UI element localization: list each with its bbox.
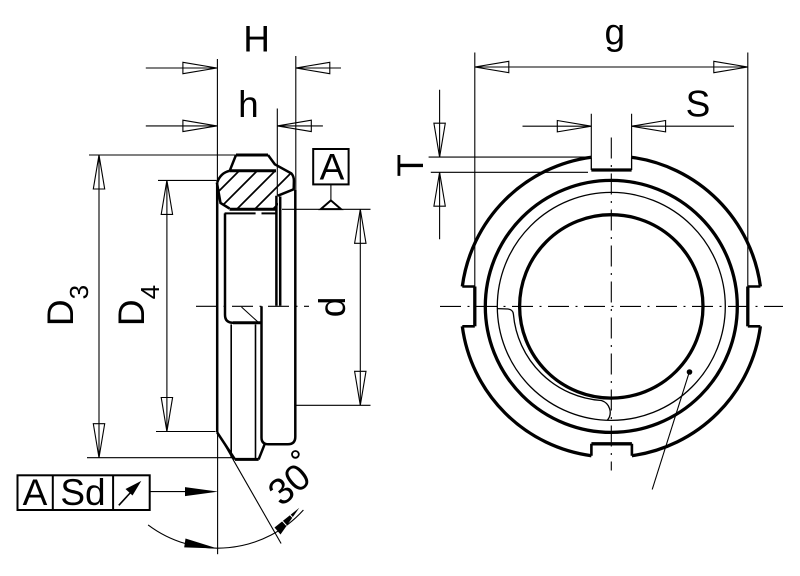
svg-text:S: S — [686, 84, 711, 125]
svg-text:A: A — [320, 147, 345, 188]
svg-text:h: h — [238, 84, 259, 125]
svg-text:d: d — [312, 297, 353, 318]
svg-text:A: A — [23, 472, 48, 513]
svg-text:T: T — [390, 154, 431, 177]
svg-text:Sd: Sd — [60, 472, 105, 513]
svg-text:H: H — [243, 18, 270, 59]
svg-text:g: g — [605, 11, 626, 52]
